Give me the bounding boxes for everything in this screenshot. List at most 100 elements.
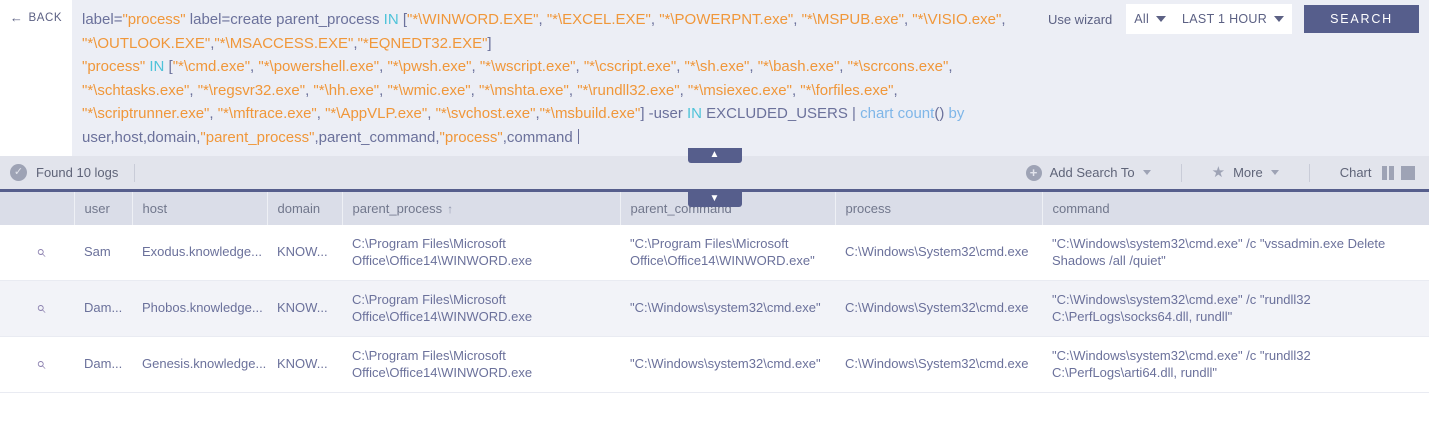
column-header-domain[interactable]: domain xyxy=(267,192,343,225)
time-range-value: LAST 1 HOUR xyxy=(1182,12,1268,26)
column-header-command[interactable]: command xyxy=(1042,192,1429,225)
query-token: IN xyxy=(687,105,702,122)
query-token: , xyxy=(210,34,215,52)
magnifier-icon[interactable]: ⌕ xyxy=(36,242,46,262)
table-row[interactable]: ⌕Dam...Genesis.knowledge...KNOW...C:\Pro… xyxy=(0,336,1429,393)
column-header-user[interactable]: user xyxy=(74,192,133,225)
cell-command: "C:\Windows\system32\cmd.exe" /c "rundll… xyxy=(1042,336,1429,393)
table-row[interactable]: ⌕Dam...Phobos.knowledge...KNOW...C:\Prog… xyxy=(0,280,1429,337)
query-token: , xyxy=(470,81,479,99)
query-token: "*EQNEDT32.EXE" xyxy=(357,34,488,52)
query-token: "*\powershell.exe" xyxy=(258,58,380,75)
results-table-wrapper: user host domain parent_process↑ parent_… xyxy=(0,192,1429,393)
query-token: , xyxy=(189,81,198,99)
query-token: "process" xyxy=(82,58,146,75)
query-token: "*\MSACCESS.EXE" xyxy=(214,34,354,52)
status-bar-actions: + Add Search To ★ More Chart xyxy=(1012,163,1419,182)
magnifier-icon[interactable]: ⌕ xyxy=(36,354,46,374)
collapse-query-tab[interactable]: ▲ xyxy=(687,148,742,163)
query-token: by xyxy=(944,105,965,122)
query-token: "process" xyxy=(122,11,186,28)
column-header-host[interactable]: host xyxy=(132,192,268,225)
query-token: , xyxy=(839,58,848,75)
query-token: , xyxy=(948,58,953,75)
query-token: , xyxy=(538,11,547,28)
query-token: "*\msiexec.exe" xyxy=(687,81,792,99)
column-header-process[interactable]: process xyxy=(835,192,1043,225)
query-editor-area[interactable]: label="process" label=create parent_proc… xyxy=(72,0,1429,157)
bar-chart-icon[interactable] xyxy=(1381,165,1394,180)
sort-ascending-icon: ↑ xyxy=(447,202,454,216)
chevron-down-icon xyxy=(1274,16,1285,22)
chevron-double-down-icon: ▼ xyxy=(709,193,720,204)
query-token: "*\pwsh.exe" xyxy=(387,58,472,75)
query-token: , xyxy=(749,58,758,75)
chevron-double-up-icon: ▲ xyxy=(709,149,720,160)
query-token: , xyxy=(427,105,436,122)
search-button[interactable]: SEARCH xyxy=(1304,5,1419,33)
cell-process: C:\Windows\System32\cmd.exe xyxy=(835,336,1042,393)
status-divider xyxy=(134,163,136,182)
magnifier-icon[interactable]: ⌕ xyxy=(36,298,46,318)
found-logs-status: ✓ Found 10 logs xyxy=(10,164,118,181)
column-header-parent-process[interactable]: parent_process↑ xyxy=(342,192,621,225)
query-input[interactable]: label="process" label=create parent_proc… xyxy=(82,8,1082,149)
back-button-label: BACK xyxy=(28,11,63,24)
found-logs-label: Found 10 logs xyxy=(36,165,119,180)
query-token: , xyxy=(471,58,480,75)
query-token: label= xyxy=(82,11,123,28)
query-token: , xyxy=(650,11,660,28)
query-token: chart count xyxy=(860,105,935,122)
cell-process: C:\Windows\System32\cmd.exe xyxy=(835,280,1042,337)
chevron-down-icon xyxy=(1156,16,1167,22)
query-token: "*\mftrace.exe" xyxy=(217,105,317,122)
query-token: , xyxy=(679,81,688,99)
query-token: "*\VISIO.exe" xyxy=(912,11,1002,28)
table-view-icon[interactable] xyxy=(1401,165,1415,180)
query-bar: ← BACK label="process" label=create pare… xyxy=(0,0,1429,163)
query-token: IN xyxy=(149,58,165,75)
query-token: () xyxy=(934,105,945,122)
query-token: "*\cmd.exe" xyxy=(172,58,251,75)
query-token: , xyxy=(379,58,388,75)
query-token: "*\scrcons.exe" xyxy=(847,58,949,75)
cell-command: "C:\Windows\system32\cmd.exe" /c "rundll… xyxy=(1042,280,1429,337)
cell-process: C:\Windows\System32\cmd.exe xyxy=(835,225,1042,281)
arrow-left-icon: ← xyxy=(9,10,24,25)
chevron-down-icon xyxy=(1142,170,1151,175)
cell-user: Sam xyxy=(74,225,132,281)
query-token: ] xyxy=(487,34,492,52)
cell-domain: KNOW... xyxy=(267,280,342,337)
column-header-parent-command[interactable]: parent_command xyxy=(620,192,836,225)
query-token: , xyxy=(893,81,898,99)
row-inspect-cell[interactable]: ⌕ xyxy=(0,280,74,337)
use-wizard-link[interactable]: Use wizard xyxy=(1047,11,1113,27)
header-row: user host domain parent_process↑ parent_… xyxy=(0,192,1429,225)
cell-host: Phobos.knowledge... xyxy=(132,280,267,337)
query-token: "*\mshta.exe" xyxy=(478,81,569,99)
query-token: , xyxy=(791,81,801,99)
query-token: [ xyxy=(164,58,173,75)
cell-parent-process: C:\Program Files\Microsoft Office\Office… xyxy=(342,225,620,281)
cell-parent-command: "C:\Windows\system32\cmd.exe" xyxy=(620,336,835,393)
query-token: , xyxy=(676,58,685,75)
status-divider xyxy=(1308,163,1310,182)
query-token: , xyxy=(535,105,540,122)
query-token: , xyxy=(1001,11,1006,28)
check-circle-icon: ✓ xyxy=(10,164,27,181)
query-token: , xyxy=(316,105,326,122)
expand-results-tab[interactable]: ▼ xyxy=(687,192,742,207)
chart-toggle-label[interactable]: Chart xyxy=(1339,165,1372,180)
star-icon: ★ xyxy=(1211,164,1226,181)
query-token: , xyxy=(353,34,358,52)
scope-select[interactable]: All xyxy=(1126,4,1175,34)
row-inspect-cell[interactable]: ⌕ xyxy=(0,225,74,281)
row-inspect-cell[interactable]: ⌕ xyxy=(0,336,74,393)
query-token: ] -user xyxy=(640,105,687,122)
column-header-magnifier xyxy=(0,192,75,225)
more-button[interactable]: ★ More xyxy=(1198,165,1293,180)
time-range-select[interactable]: LAST 1 HOUR xyxy=(1174,4,1293,34)
back-button[interactable]: ← BACK xyxy=(0,0,72,24)
add-search-to-button[interactable]: + Add Search To xyxy=(1012,164,1165,181)
